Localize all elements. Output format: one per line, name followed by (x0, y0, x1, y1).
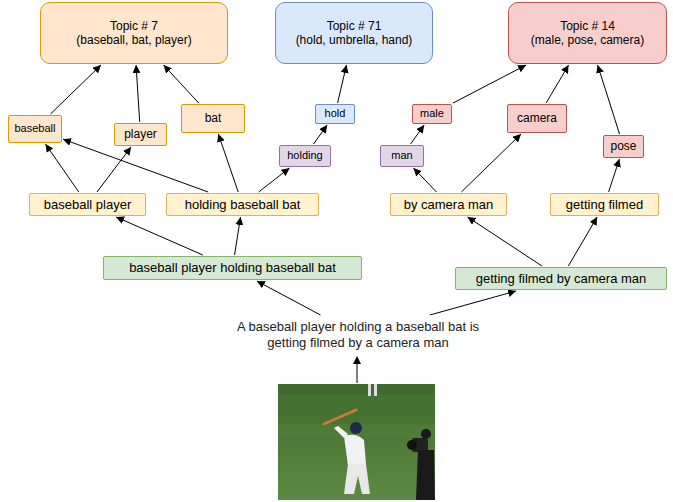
arrow-connector (50, 65, 101, 114)
node-label: holding (287, 149, 322, 162)
arrow-connector (259, 168, 290, 192)
phrase-box: holding (279, 145, 331, 167)
photo-illustration (278, 384, 435, 500)
arrow-connector (257, 281, 321, 315)
arrow-connector (546, 65, 568, 103)
phrase-box: getting filmed (550, 193, 659, 216)
phrase-box: baseball player (29, 193, 146, 216)
arrow-connector (411, 125, 425, 144)
jersey (344, 435, 366, 466)
arrow-connector (414, 168, 437, 192)
arrow-connector (314, 125, 328, 144)
node-label: player (124, 127, 157, 141)
node-label: by camera man (404, 197, 494, 213)
phrase-box: man (380, 145, 424, 167)
topic-box: Topic # 7(baseball, bat, player) (40, 2, 228, 64)
phrase-box: player (114, 123, 167, 146)
arrow-connector (598, 65, 620, 134)
node-label: hold (325, 107, 346, 120)
arrow-connector (468, 217, 542, 266)
topic-box: Topic # 71(hold, umbrella, hand) (275, 2, 433, 64)
phrase-box: baseball (8, 115, 62, 143)
background-person (374, 384, 377, 396)
node-label: baseball player holding baseball bat (129, 260, 336, 276)
image-arrow-line (357, 362, 358, 383)
camera-man-head (421, 429, 431, 439)
arrow-connector (430, 291, 516, 315)
arrow-connector (218, 134, 238, 192)
node-label: baseball player (44, 197, 131, 213)
node-label: Topic # 71 (327, 19, 382, 33)
phrase-box: baseball player holding baseball bat (103, 256, 362, 280)
phrase-box: hold (315, 104, 355, 124)
arrow-connector (164, 65, 199, 103)
node-label: holding baseball bat (185, 197, 301, 213)
phrase-box: by camera man (390, 193, 507, 216)
node-label: male (420, 107, 444, 120)
pants (344, 464, 370, 494)
node-label: getting filmed by camera man (476, 271, 647, 287)
phrase-box: pose (603, 135, 644, 158)
field (278, 384, 435, 500)
arrow-connector (136, 65, 140, 122)
node-subtitle: (hold, umbrella, hand) (296, 33, 413, 47)
helmet (350, 422, 362, 434)
arrow-connector (461, 134, 521, 192)
arrow-connector (453, 65, 526, 103)
arrow-connector (45, 144, 78, 192)
node-label: pose (610, 139, 636, 153)
phrase-box: getting filmed by camera man (455, 267, 667, 290)
node-subtitle: (male, pose, camera) (531, 33, 644, 47)
node-subtitle: (baseball, bat, player) (76, 33, 191, 47)
topic-box: Topic # 14(male, pose, camera) (508, 2, 667, 64)
phrase-box: bat (181, 104, 245, 133)
node-label: man (391, 149, 412, 162)
node-label: Topic # 7 (110, 19, 158, 33)
arrow-connector (63, 139, 208, 192)
node-label: A baseball player holding a baseball bat… (222, 319, 494, 350)
arrow-connector (338, 65, 347, 103)
node-label: Topic # 14 (560, 19, 615, 33)
node-label: bat (205, 111, 222, 125)
camera-man (416, 450, 435, 500)
node-label: camera (517, 111, 557, 125)
phrase-box: holding baseball bat (166, 193, 319, 216)
arrow-connector (609, 159, 620, 192)
arrow-connector (116, 217, 203, 255)
caption-sentence: A baseball player holding a baseball bat… (222, 318, 494, 352)
arm (334, 426, 348, 438)
background-person (368, 384, 371, 396)
field-stripe (278, 394, 435, 406)
phrase-box: camera (507, 104, 567, 133)
phrase-box: male (412, 104, 452, 124)
arrow-connector (568, 217, 597, 266)
arrow-connector (235, 217, 241, 255)
node-label: baseball (15, 122, 56, 135)
bat (324, 410, 356, 424)
camera-lens (407, 440, 417, 450)
image-arrow-head (353, 356, 361, 364)
node-label: getting filmed (566, 197, 643, 213)
